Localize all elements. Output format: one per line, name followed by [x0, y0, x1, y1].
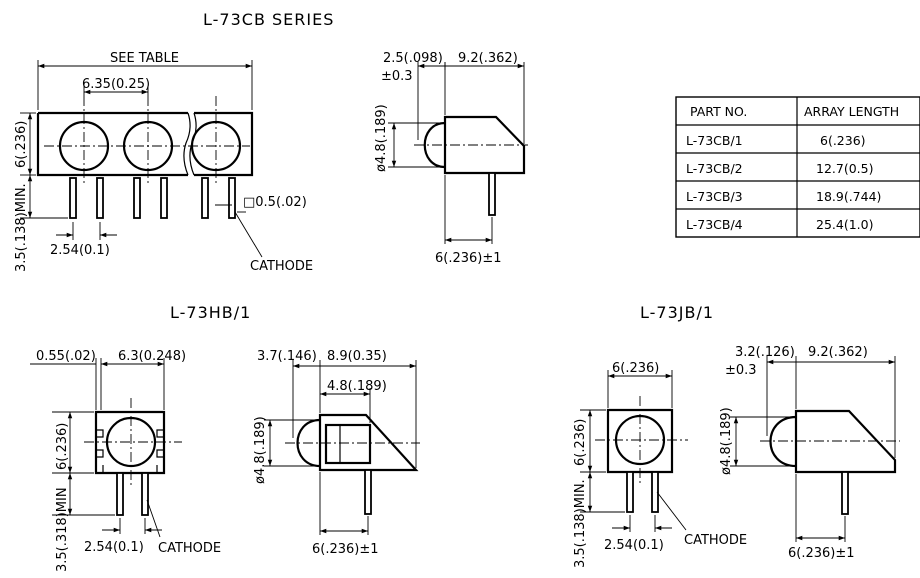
- cb-side-diameter-label: ø4.8(.189): [374, 104, 389, 172]
- hb-front-view: 0.55(.02) 6.3(0.248) 6(.236) 3.5(.318)MI…: [30, 349, 221, 572]
- cb-pitch-label: 6.35(0.25): [82, 77, 150, 92]
- hb-side-diameter-label: ø4.8(.189): [253, 416, 268, 484]
- hb-side-lead-offset-label: 6(.236)±1: [312, 542, 379, 557]
- cb-side-view: ø4.8(.189) 2.5(.098) 9.2(.362) ±0.3 6(.2…: [374, 51, 528, 266]
- table-cell: 12.7(0.5): [816, 161, 873, 176]
- array-length-table: PART NO. ARRAY LENGTH L-73CB/1 6(.236) L…: [675, 96, 920, 238]
- cb-side-lead-offset-label: 6(.236)±1: [435, 251, 502, 266]
- jb-side-view: ø4.8(.189) 3.2(.126) 9.2(.362) ±0.3 6(.2…: [719, 345, 900, 561]
- cb-side-depth-label: 9.2(.362): [458, 51, 518, 66]
- jb-lead-min-label: 3.5(.138)MIN.: [573, 479, 588, 568]
- cb-see-table-label: SEE TABLE: [110, 51, 179, 66]
- table-cell: 25.4(1.0): [816, 217, 873, 232]
- cb-lead-square-label: □0.5(.02): [243, 195, 307, 210]
- hb-width-label: 6.3(0.248): [118, 349, 186, 364]
- jb-lead-spacing-label: 2.54(0.1): [604, 538, 664, 553]
- hb-side-inner-label: 4.8(.189): [327, 379, 387, 394]
- cb-front-view: SEE TABLE 6.35(0.25) 6(.236) 3.5(.138)MI…: [14, 51, 313, 274]
- table-header-array-length: ARRAY LENGTH: [804, 104, 899, 119]
- table-header-part-no: PART NO.: [690, 104, 747, 119]
- cb-height-label: 6(.236): [14, 121, 29, 168]
- jb-side-tol-label: ±0.3: [725, 363, 757, 378]
- hb-side-depth-label: 8.9(0.35): [327, 349, 387, 364]
- jb-front-view: 6(.236) 6(.236) 3.5(.138)MIN. 2.54(0.1) …: [573, 361, 747, 568]
- jb-cathode-label: CATHODE: [684, 533, 747, 548]
- jb-side-diameter-label: ø4.8(.189): [719, 407, 734, 475]
- hb-side-view: ø4.8(.189) 3.7(.146) 8.9(0.35) 4.8(.189)…: [253, 349, 420, 557]
- hb-lead-spacing-label: 2.54(0.1): [84, 540, 144, 555]
- cb-cathode-label: CATHODE: [250, 259, 313, 274]
- table-cell: L-73CB/4: [686, 217, 743, 232]
- hb-cathode-label: CATHODE: [158, 541, 221, 556]
- cb-side-tip-label: 2.5(.098): [383, 51, 443, 66]
- table-cell: L-73CB/1: [686, 133, 743, 148]
- jb-side-depth-label: 9.2(.362): [808, 345, 868, 360]
- table-cell: 6(.236): [820, 133, 866, 148]
- hb-title: L-73HB/1: [170, 303, 251, 322]
- hb-side-tip-label: 3.7(.146): [257, 349, 317, 364]
- jb-side-lead-offset-label: 6(.236)±1: [788, 546, 855, 561]
- jb-height-label: 6(.236): [573, 419, 588, 466]
- hb-lead-min-label: 3.5(.318)MIN: [55, 487, 70, 572]
- cb-lead-spacing-label: 2.54(0.1): [50, 243, 110, 258]
- cb-lead-min-label: 3.5(.138)MIN.: [14, 183, 29, 272]
- table-cell: 18.9(.744): [816, 189, 881, 204]
- jb-title: L-73JB/1: [640, 303, 714, 322]
- jb-side-tip-label: 3.2(.126): [735, 345, 795, 360]
- hb-wall-label: 0.55(.02): [36, 349, 96, 364]
- table-cell: L-73CB/3: [686, 189, 743, 204]
- jb-width-label: 6(.236): [612, 361, 659, 376]
- cb-side-tol-label: ±0.3: [381, 69, 413, 84]
- table-cell: L-73CB/2: [686, 161, 743, 176]
- hb-height-label: 6(.236): [55, 423, 70, 470]
- cb-series-title: L-73CB SERIES: [203, 10, 334, 29]
